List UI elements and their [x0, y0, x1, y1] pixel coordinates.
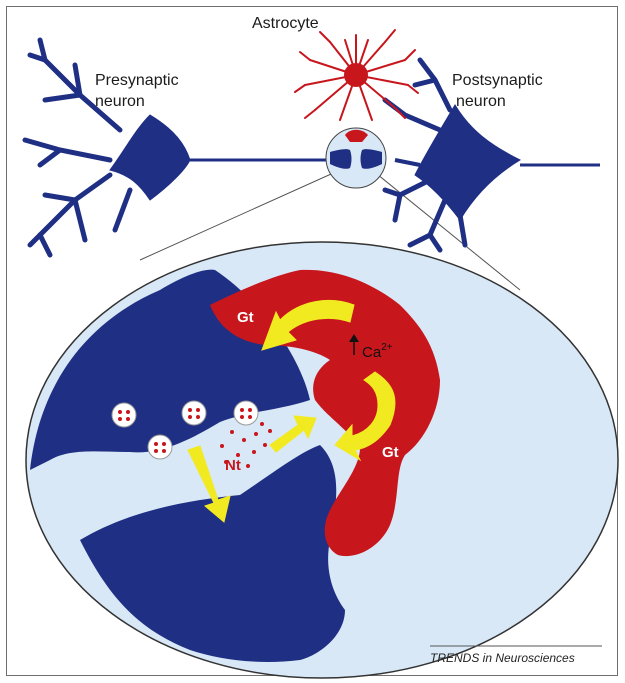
arrow-gt-bottom: [334, 371, 396, 462]
synapse-small-circle: [325, 127, 387, 189]
postsynaptic-neuron: [382, 57, 600, 253]
presynaptic-neuron: [22, 37, 330, 258]
nt-label: Nt: [225, 457, 241, 474]
postsynaptic-label-line1: Postsynaptic: [452, 72, 543, 89]
signal-arrows: [187, 299, 396, 523]
arrow-to-astrocyte: [269, 415, 317, 453]
arrow-gt-top: [261, 299, 355, 351]
postsynaptic-terminal: [80, 445, 345, 662]
presynaptic-label-line1: Presynaptic: [95, 72, 179, 89]
vesicles: [111, 400, 259, 460]
zoom-content: [30, 269, 440, 662]
arrow-down: [187, 445, 231, 523]
gt-top-label: Gt: [237, 309, 254, 326]
postsynaptic-label-line2: neuron: [456, 93, 506, 110]
zoom-line-right: [371, 169, 521, 291]
calcium-label: Ca2+: [362, 342, 393, 361]
gt-bottom-label: Gt: [382, 444, 399, 461]
credit-text: TRENDS in Neurosciences: [430, 651, 575, 665]
astrocyte-label: Astrocyte: [252, 15, 319, 32]
zoom-line-left: [139, 169, 341, 261]
calcium-arrow: [349, 334, 359, 355]
astrocyte: [294, 29, 419, 121]
presynaptic-label-line2: neuron: [95, 93, 145, 110]
